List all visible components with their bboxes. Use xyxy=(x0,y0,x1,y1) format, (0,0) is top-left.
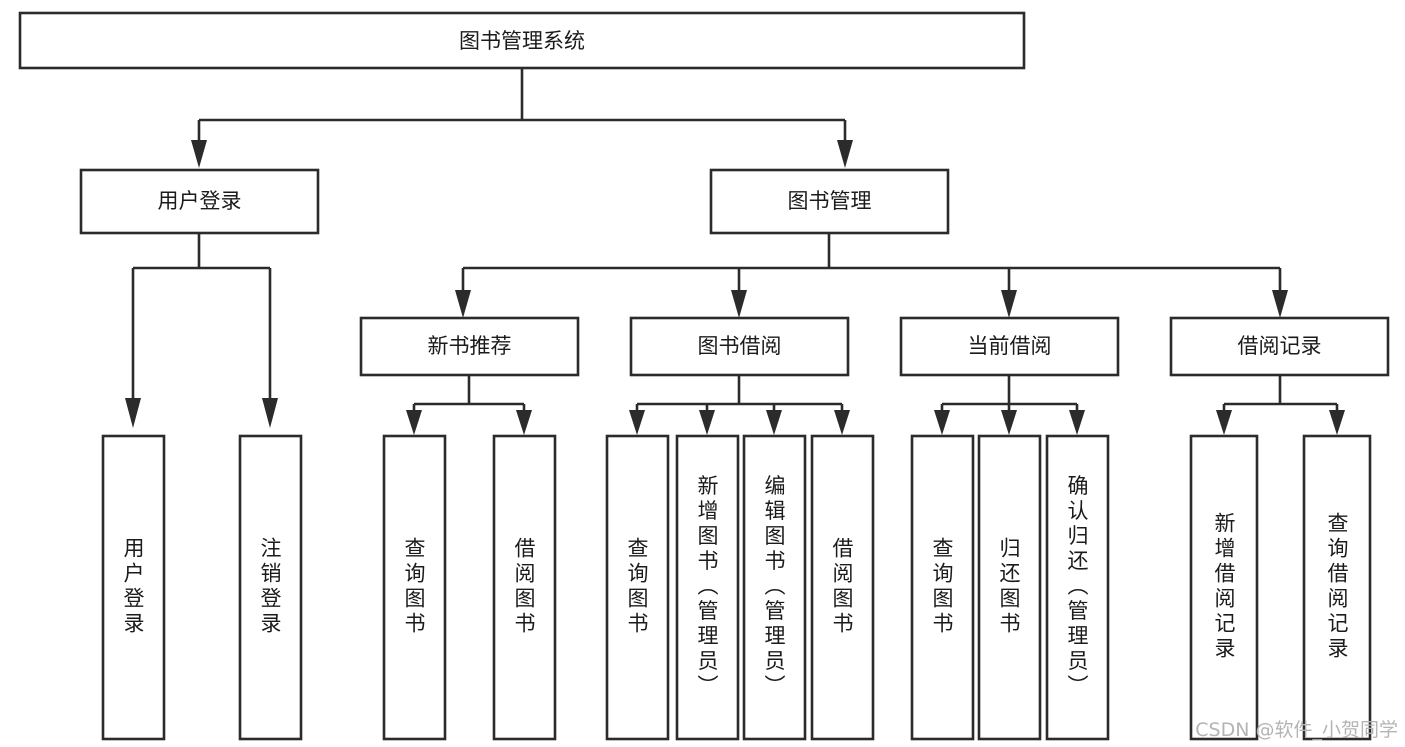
node-user-login-box[interactable] xyxy=(79,168,320,235)
leaf-add-book-admin-box[interactable] xyxy=(675,434,740,741)
leaf-add-borrow-record-label: 新增借阅记录 xyxy=(1212,512,1236,662)
leaf-query-book-2-label: 查询图书 xyxy=(625,537,649,637)
leaf-edit-book-admin-label: 编辑图书（管理员） xyxy=(762,475,786,700)
node-new-book-recommend[interactable]: 新书推荐 xyxy=(359,316,580,377)
leaf-query-book-3-label: 查询图书 xyxy=(930,537,954,637)
arrow-to-current-borrow xyxy=(1001,290,1017,318)
node-borrow-record[interactable]: 借阅记录 xyxy=(1169,316,1390,377)
leaf-borrow-book-2[interactable]: 借阅图书 xyxy=(810,434,875,741)
leaf-borrow-book-1[interactable]: 借阅图书 xyxy=(492,434,557,741)
leaf-query-book-2-box[interactable] xyxy=(605,434,670,741)
arrow-to-leaf-add-book-admin xyxy=(699,410,715,435)
leaf-logout-login-box[interactable] xyxy=(238,434,303,741)
node-new-book-recommend-label: 新书推荐 xyxy=(428,334,512,358)
node-root[interactable]: 图书管理系统 xyxy=(18,11,1026,70)
leaf-query-borrow-record-box[interactable] xyxy=(1302,434,1372,741)
arrow-to-leaf-add-borrow-record xyxy=(1216,410,1232,435)
leaf-borrow-book-1-box[interactable] xyxy=(492,434,557,741)
leaf-user-login-label: 用户登录 xyxy=(121,537,145,637)
node-book-borrow-label: 图书借阅 xyxy=(698,334,782,358)
leaf-return-book-label: 归还图书 xyxy=(997,537,1021,637)
node-user-login[interactable]: 用户登录 xyxy=(79,168,320,235)
leaf-user-login-box[interactable] xyxy=(101,434,166,741)
arrow-to-leaf-query-book-1 xyxy=(406,410,422,435)
leaf-query-borrow-record[interactable]: 查询借阅记录 xyxy=(1302,434,1372,741)
arrow-to-leaf-logout-login xyxy=(262,398,278,428)
leaf-confirm-return-admin[interactable]: 确认归还（管理员） xyxy=(1045,434,1110,741)
leaf-query-book-2[interactable]: 查询图书 xyxy=(605,434,670,741)
leaf-borrow-book-2-box[interactable] xyxy=(810,434,875,741)
leaf-query-book-3-box[interactable] xyxy=(910,434,975,741)
arrow-to-user-login xyxy=(191,140,207,168)
leaf-add-borrow-record[interactable]: 新增借阅记录 xyxy=(1189,434,1259,741)
arrow-to-leaf-user-login xyxy=(125,398,141,428)
leaf-logout-login-label: 注销登录 xyxy=(258,537,282,637)
arrow-to-new-book-recommend xyxy=(455,290,471,318)
leaf-query-book-1-label: 查询图书 xyxy=(402,537,426,637)
arrow-to-leaf-borrow-book-2 xyxy=(834,410,850,435)
leaf-borrow-book-1-label: 借阅图书 xyxy=(512,537,536,637)
arrow-to-leaf-return-book xyxy=(1001,410,1017,435)
arrow-to-borrow-record xyxy=(1272,290,1288,318)
node-book-management-label: 图书管理 xyxy=(788,189,872,213)
leaf-confirm-return-admin-box[interactable] xyxy=(1045,434,1110,741)
leaf-edit-book-admin[interactable]: 编辑图书（管理员） xyxy=(742,434,807,741)
leaf-borrow-book-2-label: 借阅图书 xyxy=(830,537,854,637)
leaf-add-book-admin-label: 新增图书（管理员） xyxy=(695,475,719,700)
node-book-management[interactable]: 图书管理 xyxy=(709,168,950,235)
arrow-to-leaf-query-book-3 xyxy=(934,410,950,435)
node-book-borrow[interactable]: 图书借阅 xyxy=(629,316,850,377)
leaf-return-book[interactable]: 归还图书 xyxy=(977,434,1042,741)
csdn-watermark: CSDN @软件_小贺同学 xyxy=(1195,719,1398,741)
arrow-to-leaf-edit-book-admin xyxy=(766,410,782,435)
arrow-to-book-management xyxy=(837,140,853,168)
leaf-return-book-box[interactable] xyxy=(977,434,1042,741)
leaf-add-book-admin[interactable]: 新增图书（管理员） xyxy=(675,434,740,741)
node-borrow-record-box[interactable] xyxy=(1169,316,1390,377)
leaf-user-login[interactable]: 用户登录 xyxy=(101,434,166,741)
leaf-query-borrow-record-label: 查询借阅记录 xyxy=(1325,512,1349,662)
node-book-management-box[interactable] xyxy=(709,168,950,235)
leaf-confirm-return-admin-label: 确认归还（管理员） xyxy=(1065,475,1089,700)
leaf-logout-login[interactable]: 注销登录 xyxy=(238,434,303,741)
node-book-borrow-box[interactable] xyxy=(629,316,850,377)
node-new-book-recommend-box[interactable] xyxy=(359,316,580,377)
leaf-add-borrow-record-box[interactable] xyxy=(1189,434,1259,741)
arrow-to-leaf-query-borrow-record xyxy=(1329,410,1345,435)
leaf-query-book-3[interactable]: 查询图书 xyxy=(910,434,975,741)
node-borrow-record-label: 借阅记录 xyxy=(1238,334,1322,358)
node-current-borrow-label: 当前借阅 xyxy=(968,334,1052,358)
node-root-box[interactable] xyxy=(18,11,1026,70)
arrow-to-leaf-borrow-book-1 xyxy=(516,410,532,435)
arrow-to-book-borrow xyxy=(731,290,747,318)
node-current-borrow-box[interactable] xyxy=(899,316,1120,377)
leaf-query-book-1-box[interactable] xyxy=(382,434,447,741)
connector-layer xyxy=(125,68,1345,435)
arrow-to-leaf-confirm-return-admin xyxy=(1069,410,1085,435)
node-current-borrow[interactable]: 当前借阅 xyxy=(899,316,1120,377)
leaf-edit-book-admin-box[interactable] xyxy=(742,434,807,741)
node-root-label: 图书管理系统 xyxy=(459,29,585,53)
arrow-to-leaf-query-book-2 xyxy=(629,410,645,435)
leaf-query-book-1[interactable]: 查询图书 xyxy=(382,434,447,741)
node-user-login-label: 用户登录 xyxy=(158,189,242,213)
